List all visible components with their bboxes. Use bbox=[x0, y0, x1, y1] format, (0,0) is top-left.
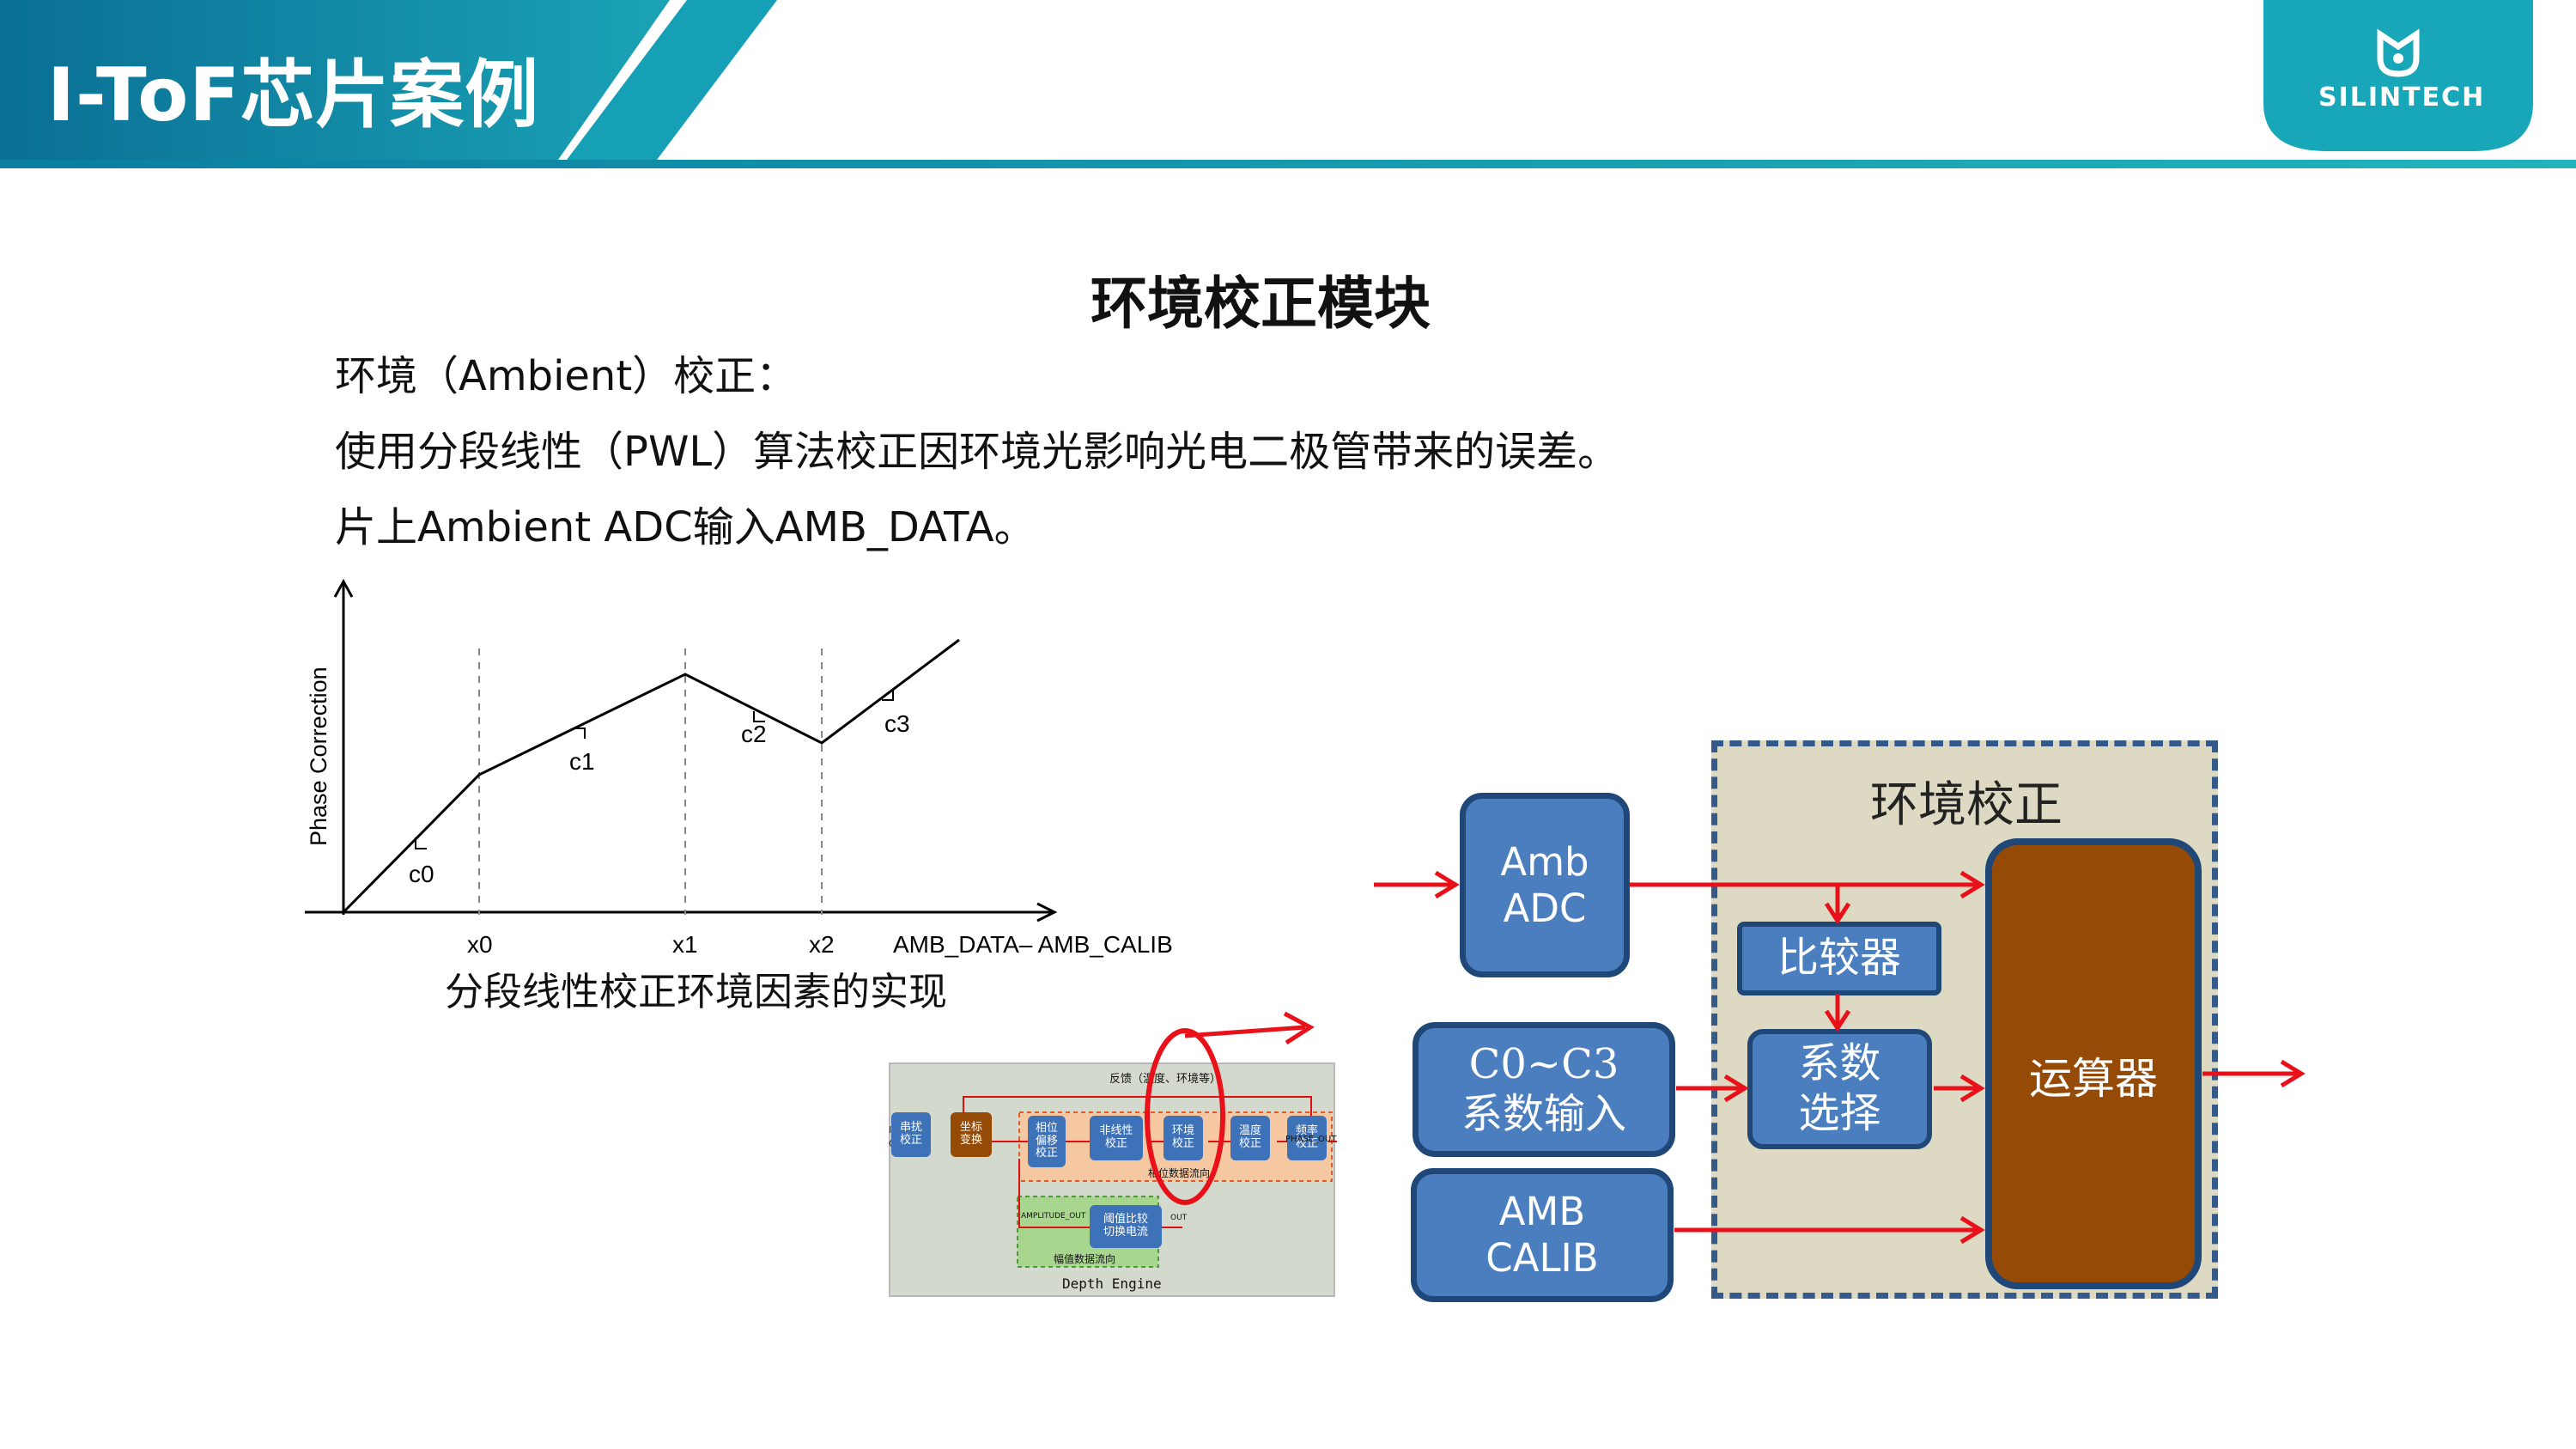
page-title: I-ToF芯片案例 bbox=[47, 52, 540, 138]
temp-block: 温度 校正 bbox=[1230, 1116, 1270, 1160]
phase-offset-block: 相位 偏移 校正 bbox=[1028, 1116, 1066, 1167]
amplitude-flow-label: 幅值数据流向 bbox=[1054, 1253, 1116, 1265]
phase-flow-label: 相位数据流向 bbox=[1148, 1167, 1211, 1179]
slide-title: 环境校正模块 bbox=[1091, 271, 1431, 337]
slope-markers bbox=[415, 689, 894, 849]
tick-label-x0: x0 bbox=[467, 931, 493, 958]
logo-mark-icon bbox=[2377, 28, 2420, 77]
input-i-label: I bbox=[889, 1124, 892, 1135]
tick-label-x2: x2 bbox=[809, 931, 835, 958]
body-line-1: 环境（Ambient）校正： bbox=[335, 352, 798, 400]
slope-label-c1: c1 bbox=[569, 748, 595, 775]
slope-label-c2: c2 bbox=[741, 721, 767, 747]
threshold-block: 阈值比较 切换电流 bbox=[1090, 1205, 1162, 1248]
coord-transform-block: 坐标 变换 bbox=[951, 1112, 992, 1157]
coeff-select-block: 系数选择 bbox=[1747, 1029, 1932, 1149]
highlight-oval bbox=[1145, 1028, 1225, 1205]
depth-engine-title: Depth Engine bbox=[1062, 1275, 1162, 1292]
x-axis-label: AMB_DATA– AMB_CALIB bbox=[893, 931, 1173, 958]
header-accent-slash bbox=[567, 0, 777, 160]
nonlinear-block: 非线性 校正 bbox=[1090, 1116, 1143, 1160]
pwl-chart: Phase Correction c0 c1 c2 c3 x0 x1 x2 AM… bbox=[305, 578, 1173, 958]
phase-out-label: PHASE_OUT bbox=[1285, 1135, 1337, 1144]
slope-label-c3: c3 bbox=[884, 710, 910, 737]
amplitude-out-label: AMPLITUDE_OUT bbox=[1021, 1212, 1086, 1221]
highlight-annotation bbox=[1145, 1011, 1315, 1205]
chart-caption: 分段线性校正环境因素的实现 bbox=[445, 969, 948, 1014]
depth-engine-thumbnail: 反馈（温度、环境等） I Q 串扰 校正 坐标 变换 相位 偏移 校正 非线性 … bbox=[889, 1062, 1337, 1297]
x-axis bbox=[305, 902, 1058, 922]
tick-label-x1: x1 bbox=[672, 931, 698, 958]
body-line-3: 片上Ambient ADC输入AMB_DATA。 bbox=[335, 503, 1036, 551]
signal-arrows bbox=[1374, 870, 2306, 1245]
freq-block: 频率 校正 bbox=[1287, 1116, 1327, 1160]
feedback-label: 反馈（温度、环境等） bbox=[1109, 1073, 1221, 1086]
out-label: OUT bbox=[1170, 1214, 1188, 1222]
slope-label-c0: c0 bbox=[409, 861, 434, 887]
logo-text: SILINTECH bbox=[2318, 82, 2486, 113]
ambient-block: 环境 校正 bbox=[1163, 1116, 1203, 1160]
header-band bbox=[0, 0, 2576, 168]
y-axis bbox=[333, 578, 354, 915]
coeff-input-sub: C0~C3 bbox=[1468, 1039, 1619, 1088]
highlight-arrow bbox=[1184, 1025, 1306, 1038]
panel-title: 环境校正 bbox=[1870, 777, 2063, 833]
comparator-block: 比较器 bbox=[1737, 922, 1941, 995]
breakpoint-guides bbox=[478, 648, 823, 915]
y-axis-label: Phase Correction bbox=[306, 667, 331, 846]
body-line-2: 使用分段线性（PWL）算法校正因环境光影响光电二极管带来的误差。 bbox=[335, 428, 1619, 476]
pwl-curve bbox=[342, 638, 960, 914]
header-stripe bbox=[0, 160, 2576, 168]
header-title-bar bbox=[0, 0, 670, 160]
alu-block: 运算器 bbox=[1985, 838, 2202, 1289]
crosstalk-block: 串扰 校正 bbox=[891, 1112, 931, 1157]
